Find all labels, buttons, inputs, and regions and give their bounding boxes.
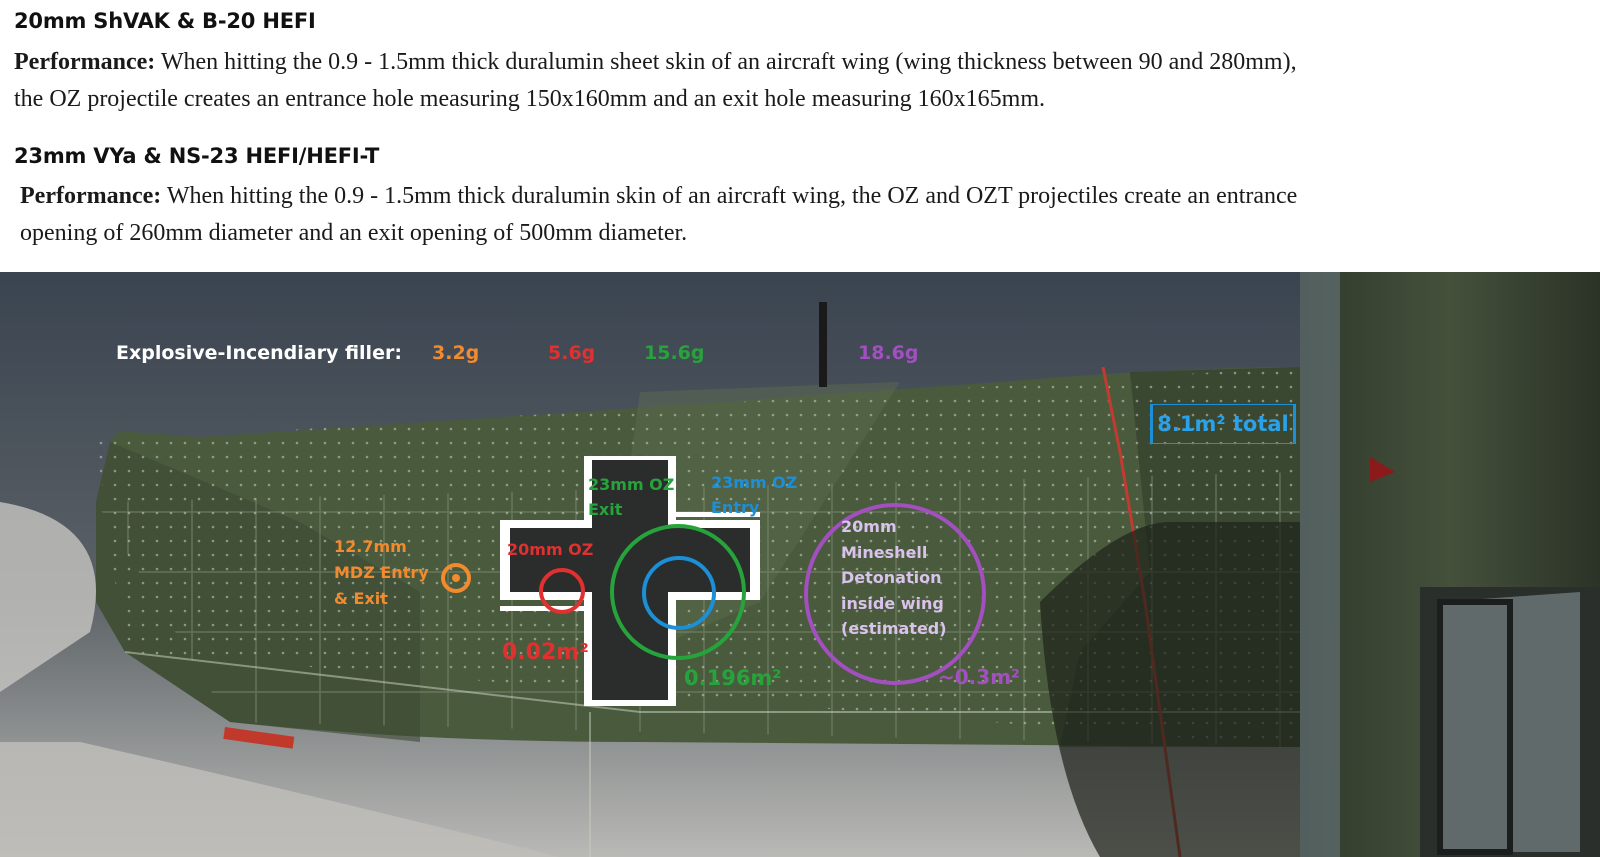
mineshell-label-line: 20mm bbox=[841, 517, 897, 536]
mineshell-area-label: ~0.3m² bbox=[938, 665, 1020, 689]
mdz-label-line: & Exit bbox=[334, 589, 388, 608]
mdz-label-line: 12.7mm bbox=[334, 537, 407, 556]
exit23-hole-circle bbox=[610, 524, 746, 660]
performance-text: When hitting the 0.9 - 1.5mm thick dural… bbox=[14, 49, 1297, 112]
exit23-label-line: 23mm OZ bbox=[588, 475, 675, 494]
exit23-label-line: Exit bbox=[588, 500, 623, 519]
total-area-label: 8.1m² total bbox=[1150, 404, 1296, 444]
mineshell-label-line: Mineshell bbox=[841, 542, 928, 562]
filler-value-12-7mm: 3.2g bbox=[432, 342, 480, 364]
section-paragraph-20mm: Performance: When hitting the 0.9 - 1.5m… bbox=[14, 44, 1324, 118]
section-heading-20mm: 20mm ShVAK & B-20 HEFI bbox=[14, 9, 316, 33]
mineshell-label-line: (estimated) bbox=[841, 619, 947, 638]
performance-label: Performance: bbox=[20, 183, 162, 209]
mdz-label-line: MDZ Entry bbox=[334, 563, 429, 582]
entry23-label: 23mm OZ Entry bbox=[711, 470, 797, 520]
filler-value-23mm-oz: 15.6g bbox=[644, 342, 705, 364]
annotated-wing-image: Explosive-Incendiary filler: 3.2g 5.6g 1… bbox=[0, 272, 1600, 857]
section-paragraph-23mm: Performance: When hitting the 0.9 - 1.5m… bbox=[20, 178, 1330, 252]
mineshell-label-line: Detonation bbox=[841, 568, 942, 587]
entry23-label-line: 23mm OZ bbox=[711, 473, 798, 492]
mineshell-label: 20mm Mineshell Detonation inside wing (e… bbox=[841, 514, 947, 642]
performance-text: When hitting the 0.9 - 1.5mm thick dural… bbox=[20, 183, 1298, 246]
mdz-hole-marker bbox=[441, 563, 471, 593]
area23-label: 0.196m² bbox=[684, 666, 782, 690]
mineshell-label-line: inside wing bbox=[841, 593, 944, 613]
mineshell-detonation-circle bbox=[804, 503, 986, 685]
filler-value-20mm-mineshell: 18.6g bbox=[858, 342, 919, 364]
filler-value-20mm-oz: 5.6g bbox=[548, 342, 596, 364]
entry23-hole-circle bbox=[642, 556, 716, 630]
oz20-area-label: 0.02m² bbox=[502, 640, 589, 665]
oz20-hole-circle bbox=[539, 568, 585, 614]
exit23-label: 23mm OZ Exit bbox=[588, 472, 674, 522]
entry23-label-line: Entry bbox=[711, 498, 760, 517]
section-heading-23mm: 23mm VYa & NS-23 HEFI/HEFI-T bbox=[14, 144, 380, 168]
oz20-label: 20mm OZ bbox=[507, 540, 594, 559]
performance-label: Performance: bbox=[14, 49, 156, 75]
mdz-label: 12.7mm MDZ Entry & Exit bbox=[334, 534, 429, 612]
filler-label: Explosive-Incendiary filler: bbox=[116, 342, 402, 364]
